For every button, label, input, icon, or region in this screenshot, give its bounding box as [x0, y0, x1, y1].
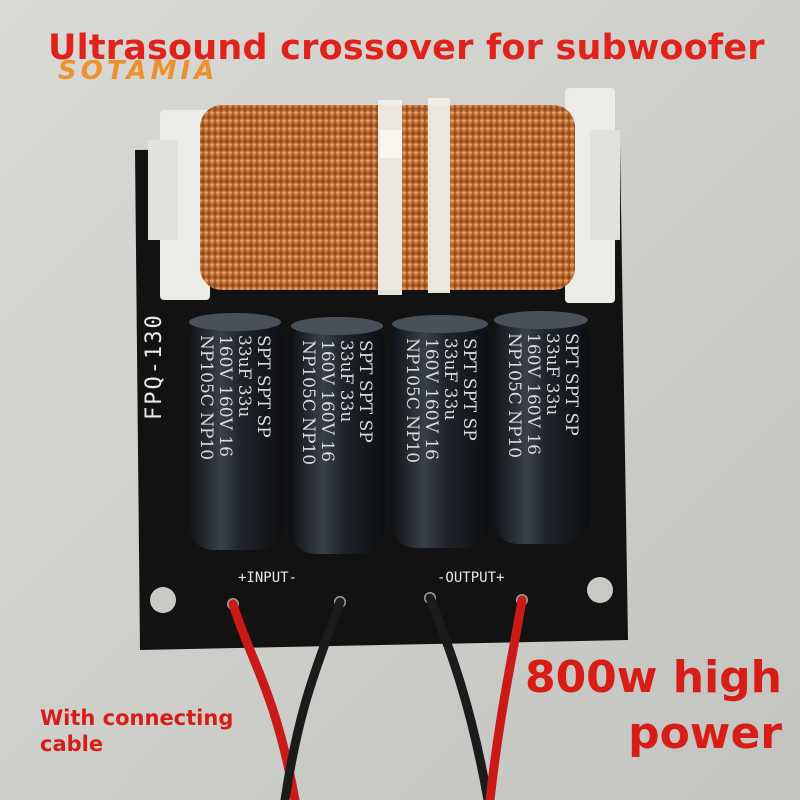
headline-title: Ultrasound crossover for subwoofer [48, 28, 765, 68]
cable-note-line2: cable [40, 732, 104, 756]
cable-tie-head [380, 130, 402, 158]
wire-output-black [425, 593, 493, 800]
input-terminal-label: +INPUT- [238, 570, 298, 586]
power-rating-line2: power [628, 708, 782, 759]
coil-bobbin-flange-left [148, 140, 178, 240]
mount-hole-left [150, 587, 176, 613]
brand-watermark: SOTAMIA [58, 56, 219, 86]
power-rating-line1: 800w high [524, 652, 782, 703]
output-terminal-label: -OUTPUT+ [437, 570, 505, 586]
capacitor-2 [290, 317, 385, 554]
wire-input-black [280, 597, 345, 800]
board-model-label: FPQ-130 [142, 313, 167, 420]
capacitor-4 [492, 311, 590, 544]
mount-hole-right [587, 577, 613, 603]
cable-tie-1 [378, 100, 402, 295]
wire-output-red [485, 595, 527, 800]
cable-note-line1: With connecting [40, 706, 234, 730]
capacitor-3 [390, 315, 490, 548]
coil-bobbin-flange-right [590, 130, 620, 240]
cable-tie-2 [428, 98, 450, 293]
capacitor-1 [188, 313, 283, 550]
